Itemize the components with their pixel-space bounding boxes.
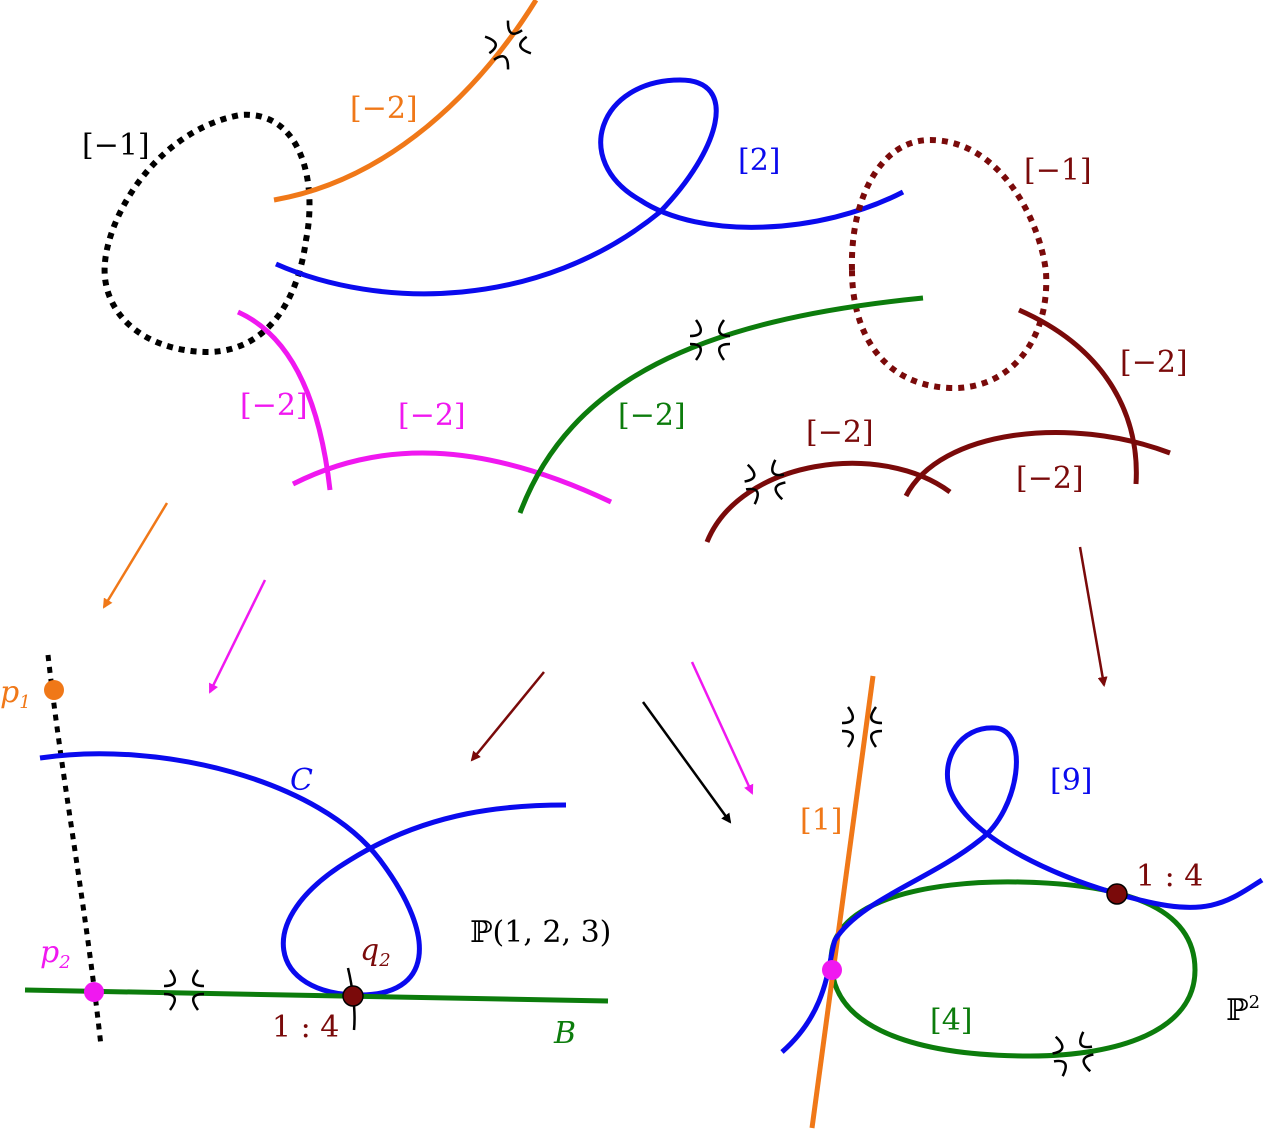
orange-curve [273, 0, 539, 203]
p1-label: p1 [0, 675, 31, 713]
magenta-curve-left [236, 309, 333, 491]
ratio-label-right: 1 : 4 [1136, 859, 1203, 894]
green-line-B [24, 987, 609, 1004]
blue-nodal-curve [274, 77, 905, 297]
blue-curve-label: [2] [738, 143, 781, 178]
darkred-loop-label: [−1] [1024, 153, 1092, 188]
black-exceptional-curve [101, 111, 313, 356]
black-curve-label: [−1] [82, 128, 150, 163]
green-curve-label: [−2] [618, 398, 686, 433]
darkred-low-label: [−2] [1016, 461, 1084, 496]
darkred-right-label: [−2] [1120, 345, 1188, 380]
top-configuration: [−1] [−2] [2] [−1] [−2] [−2] [−2] [−2] [… [82, 0, 1188, 543]
magenta-right-label: [−2] [398, 398, 466, 433]
curve-B-label: B [553, 1016, 576, 1051]
weighted-projective-plane-picture: p1 p2 q2 C B 1 : 4 ℙ(1, 2, 3) [0, 654, 611, 1051]
contraction-arrows [102, 502, 1108, 824]
darkred-exceptional-curve [848, 136, 1050, 392]
darkred-curve-low [704, 460, 952, 543]
orange-line-label: [1] [800, 803, 843, 838]
magenta-curve-right [291, 450, 613, 505]
tangency-icon [162, 968, 206, 1012]
magenta-arrow-left [208, 579, 267, 694]
orange-line [809, 675, 876, 1129]
projective-plane-picture: [1] [9] [4] 1 : 4 ℙ2 [780, 675, 1264, 1129]
point-p1 [44, 680, 64, 700]
green-conic-label: [4] [930, 1003, 973, 1038]
point-darkred [1106, 883, 1128, 905]
orange-curve-label: [−2] [350, 91, 418, 126]
point-tangent-magenta [822, 960, 842, 980]
magenta-left-label: [−2] [240, 388, 308, 423]
space-label-right: ℙ2 [1226, 992, 1260, 1028]
darkred-curve-right [1017, 307, 1139, 485]
darkred-arrow-left [470, 671, 545, 762]
green-conic [828, 879, 1198, 1059]
q2-label: q2 [360, 933, 391, 971]
blue-curve-label-plane: [9] [1050, 763, 1093, 798]
orange-arrow [102, 502, 169, 609]
blue-nodal-curve-plane [780, 725, 1264, 1054]
point-q2 [342, 985, 364, 1007]
ratio-label-left: 1 : 4 [272, 1010, 339, 1045]
black-arrow [641, 701, 732, 824]
point-p2 [84, 982, 104, 1002]
magenta-arrow-right [690, 661, 754, 795]
darkred-arrow-right [1078, 546, 1108, 687]
darkred-mid-label: [−2] [806, 415, 874, 450]
p2-label: p2 [40, 935, 71, 973]
curve-C-label: C [290, 763, 313, 798]
darkred-curve-mid [903, 430, 1171, 498]
space-label-left: ℙ(1, 2, 3) [470, 915, 611, 950]
green-curve [517, 295, 924, 514]
